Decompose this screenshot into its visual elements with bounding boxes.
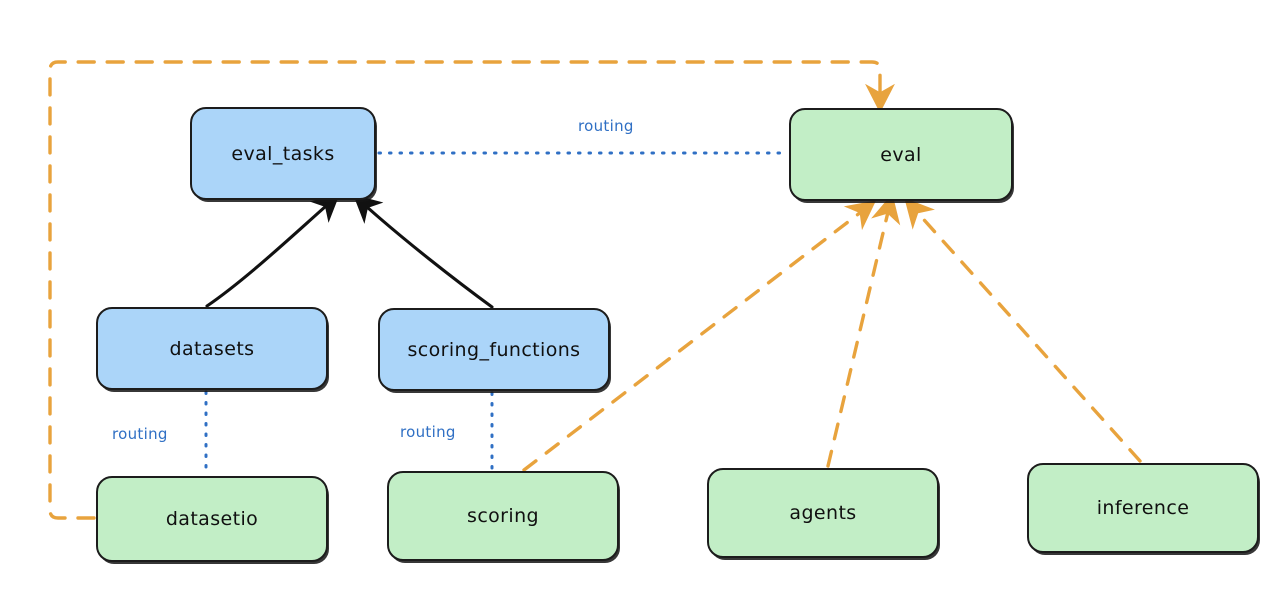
node-eval-tasks[interactable]: eval_tasks: [190, 107, 376, 200]
node-inference-label: inference: [1096, 497, 1190, 519]
node-agents[interactable]: agents: [707, 468, 939, 558]
node-datasets-label: datasets: [169, 337, 255, 360]
node-datasetio-label: datasetio: [165, 508, 259, 530]
node-eval[interactable]: eval: [789, 108, 1013, 201]
edge-scoring-to-eval-dashed: [522, 200, 877, 472]
node-inference[interactable]: inference: [1027, 463, 1259, 553]
node-datasetio[interactable]: datasetio: [96, 476, 328, 562]
edge-inference-to-eval-dashed: [904, 197, 1142, 463]
edge-scoring-functions-to-eval-tasks: [353, 194, 494, 309]
edge-label-routing-scoring-functions-scoring: routing: [400, 423, 456, 441]
node-scoring-label: scoring: [467, 505, 539, 527]
edge-label-routing-eval-tasks-eval: routing: [578, 117, 634, 135]
edge-agents-to-eval-dashed: [826, 193, 901, 468]
edge-datasetio-to-eval-dashed: [48, 60, 895, 520]
edge-datasets-to-eval-tasks: [205, 193, 340, 308]
node-scoring-functions[interactable]: scoring_functions: [378, 308, 610, 391]
node-eval-tasks-label: eval_tasks: [231, 142, 335, 165]
node-datasets[interactable]: datasets: [96, 307, 328, 390]
node-eval-label: eval: [880, 143, 922, 166]
edge-label-routing-datasets-datasetio: routing: [112, 425, 168, 443]
node-scoring[interactable]: scoring: [387, 471, 619, 561]
node-agents-label: agents: [789, 502, 857, 524]
node-scoring-functions-label: scoring_functions: [407, 338, 581, 361]
